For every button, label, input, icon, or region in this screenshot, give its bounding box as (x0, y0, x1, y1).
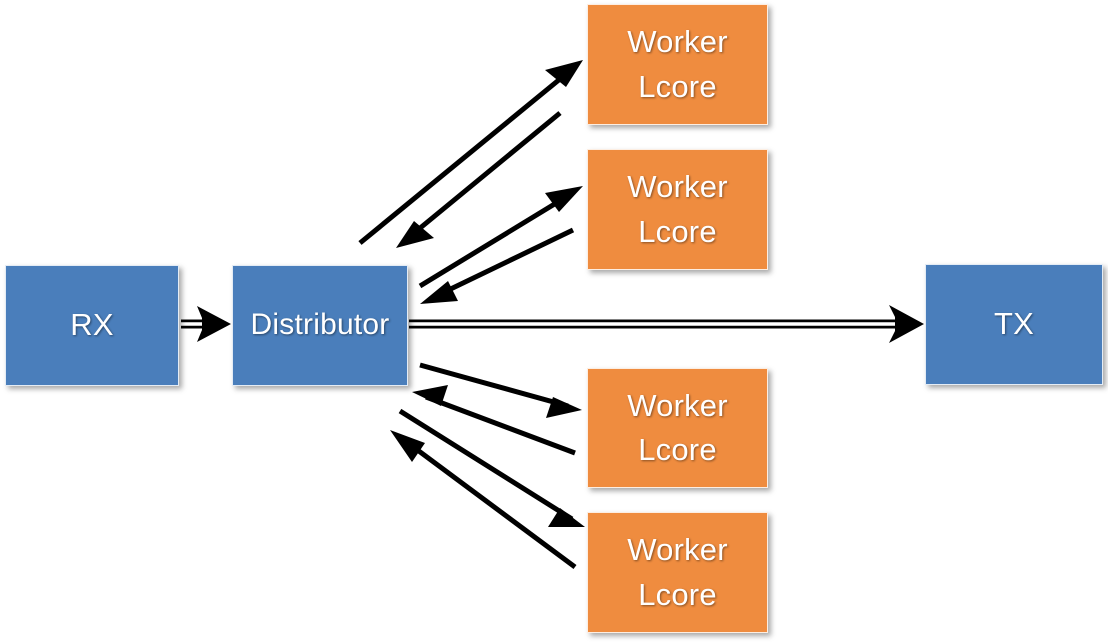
node-distributor-label: Distributor (250, 308, 390, 342)
worker-3-label-line2: Lcore (638, 432, 717, 467)
worker-4-label-line2: Lcore (638, 576, 717, 612)
edge-worker-4-to-distributor (390, 430, 577, 570)
edge-distributor-to-worker-2 (418, 186, 583, 289)
node-tx-label: TX (993, 306, 1034, 342)
node-worker-lcore-2[interactable]: Worker Lcore (587, 149, 768, 270)
worker-1-label-line2: Lcore (638, 68, 717, 104)
node-rx-label: RX (70, 307, 114, 343)
edge-worker-1-to-distributor (396, 111, 562, 248)
edge-rx-to-distributor (181, 306, 231, 342)
worker-2-label-line2: Lcore (638, 213, 717, 249)
worker-2-label-line1: Worker (627, 169, 728, 205)
edge-worker-2-to-distributor (420, 227, 575, 304)
worker-1-label-line1: Worker (627, 24, 728, 60)
node-worker-lcore-3[interactable]: Worker Lcore (587, 368, 768, 488)
node-worker-lcore-1[interactable]: Worker Lcore (587, 4, 768, 125)
worker-3-label-line1: Worker (627, 387, 728, 423)
node-rx[interactable]: RX (5, 265, 179, 386)
node-tx[interactable]: TX (925, 264, 1103, 385)
edge-distributor-to-worker-4 (398, 408, 585, 527)
node-worker-lcore-4[interactable]: Worker Lcore (587, 512, 768, 633)
worker-4-label-line1: Worker (627, 532, 728, 568)
edge-distributor-to-worker-1 (358, 60, 583, 245)
node-distributor[interactable]: Distributor (232, 265, 408, 386)
edge-distributor-to-worker-3 (419, 362, 582, 418)
edge-worker-3-to-distributor (412, 385, 576, 456)
edge-distributor-to-tx (409, 305, 924, 343)
